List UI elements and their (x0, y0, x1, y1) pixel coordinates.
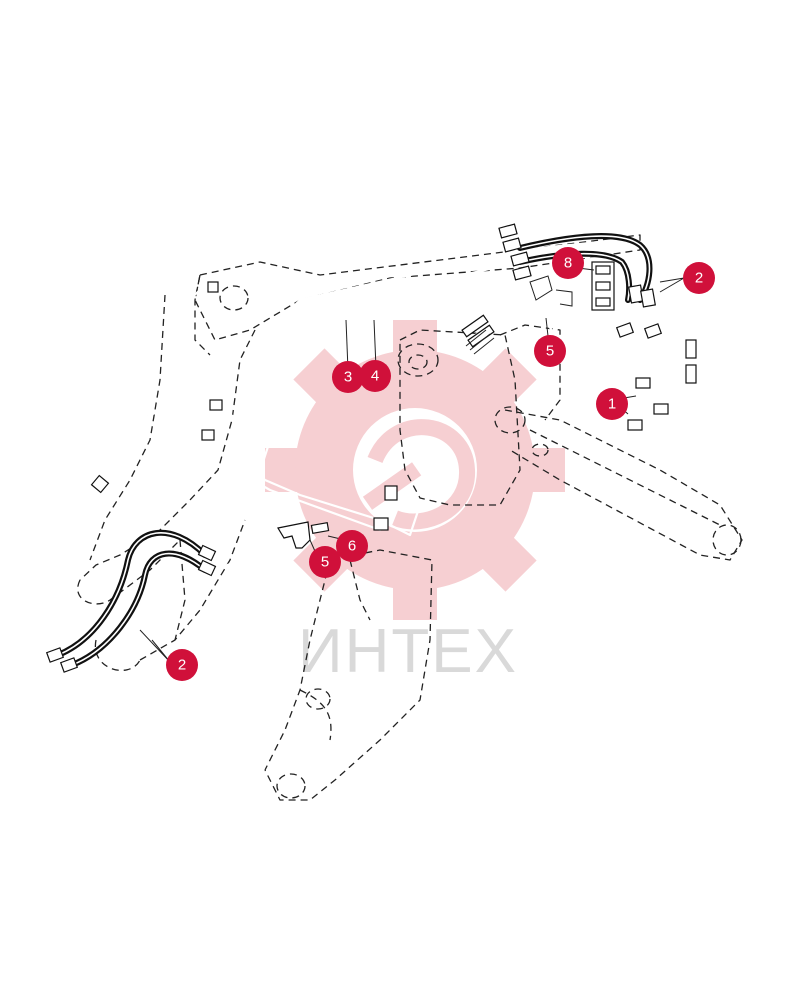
callout-2-top[interactable]: 2 (683, 262, 715, 294)
callout-label: 5 (321, 554, 329, 571)
callout-2-bottom[interactable]: 2 (166, 649, 198, 681)
mounting-bracket-icon (277, 521, 330, 549)
callout-label: 8 (564, 255, 572, 272)
valve-block-icon (591, 261, 615, 311)
callouts: 2 8 5 3 4 1 6 5 (166, 247, 715, 681)
callout-label: 1 (608, 396, 616, 413)
callout-label: 3 (344, 369, 352, 386)
callout-label: 4 (371, 368, 379, 385)
watermark-text: ИНТЕХ (298, 617, 518, 686)
callout-6[interactable]: 6 (336, 530, 368, 562)
quick-coupler-icon (461, 314, 495, 355)
callout-3[interactable]: 3 (332, 361, 364, 393)
watermark-gear-icon (265, 320, 565, 620)
callout-label: 6 (348, 538, 356, 555)
fittings (45, 223, 697, 673)
loader-frame-outline (77, 234, 743, 801)
callout-4[interactable]: 4 (359, 360, 391, 392)
bracket-clip-icon (529, 275, 573, 307)
callout-label: 2 (695, 270, 703, 287)
callout-8[interactable]: 8 (552, 247, 584, 279)
callout-label: 2 (178, 657, 186, 674)
callout-5-bottom[interactable]: 5 (309, 546, 341, 578)
callout-1[interactable]: 1 (596, 388, 628, 420)
callout-label: 5 (546, 343, 554, 360)
callout-5-top[interactable]: 5 (534, 335, 566, 367)
